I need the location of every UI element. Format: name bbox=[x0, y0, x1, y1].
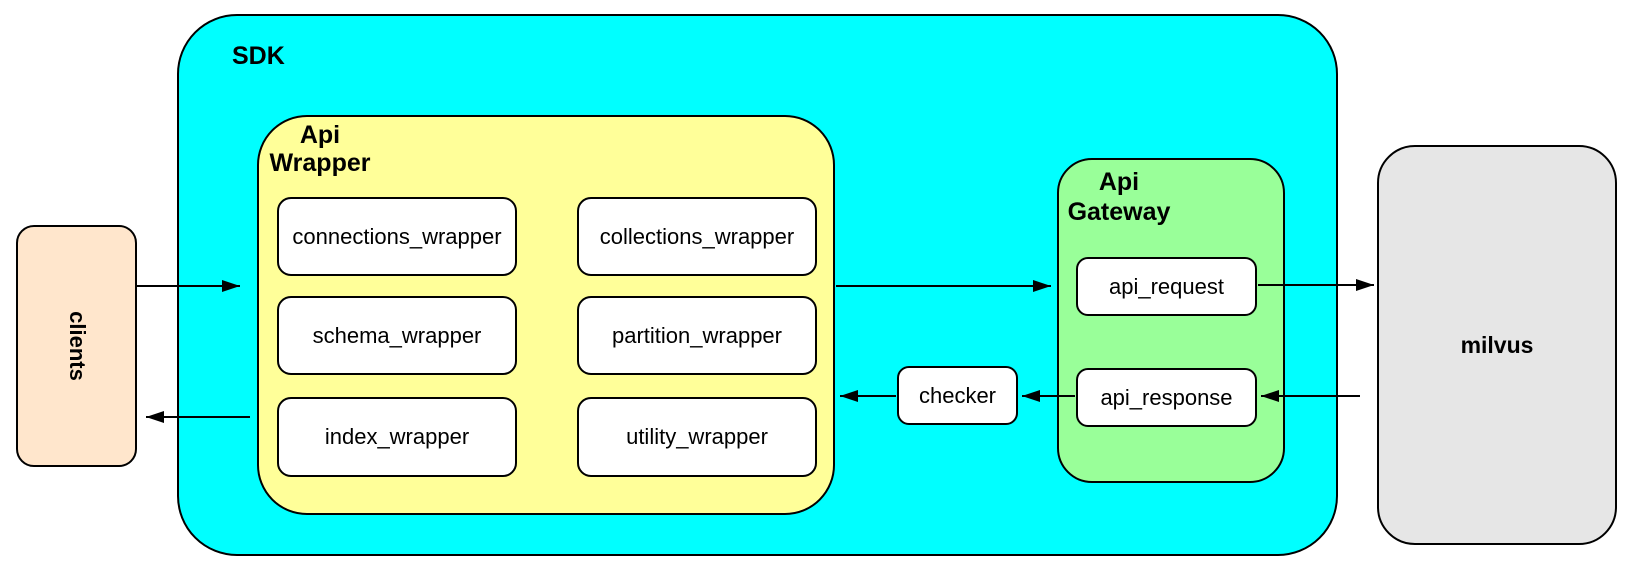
node-utility-wrapper: utility_wrapper bbox=[577, 397, 817, 477]
node-api-response: api_response bbox=[1076, 368, 1257, 427]
node-api-request: api_request bbox=[1076, 257, 1257, 316]
node-index-wrapper-label: index_wrapper bbox=[324, 424, 470, 449]
node-connections-wrapper-label: connections_wrapper bbox=[292, 223, 502, 249]
node-api-request-label: api_request bbox=[1109, 273, 1224, 299]
sdk-label: SDK bbox=[232, 42, 285, 70]
node-checker-label: checker bbox=[918, 382, 997, 408]
milvus-label: milvus bbox=[1460, 331, 1534, 358]
node-utility-wrapper-label: utility_wrapper bbox=[626, 424, 768, 449]
api-gateway-container: Api Gateway bbox=[1057, 158, 1285, 483]
api-gateway-label: Api Gateway bbox=[1067, 168, 1171, 226]
api-wrapper-label: Api Wrapper bbox=[269, 121, 371, 177]
node-api-response-label: api_response bbox=[1100, 384, 1233, 410]
node-index-wrapper: index_wrapper bbox=[277, 397, 517, 477]
node-collections-wrapper: collections_wrapper bbox=[577, 197, 817, 276]
node-partition-wrapper-label: partition_wrapper bbox=[612, 322, 782, 348]
node-schema-wrapper-label: schema_wrapper bbox=[312, 322, 482, 348]
milvus-container: milvus bbox=[1377, 145, 1617, 545]
node-partition-wrapper: partition_wrapper bbox=[577, 296, 817, 375]
node-schema-wrapper: schema_wrapper bbox=[277, 296, 517, 375]
node-connections-wrapper: connections_wrapper bbox=[277, 197, 517, 276]
node-checker: checker bbox=[897, 366, 1018, 425]
node-collections-wrapper-label: collections_wrapper bbox=[599, 223, 795, 249]
clients-label: clients bbox=[64, 311, 90, 381]
clients-container: clients bbox=[16, 225, 137, 467]
